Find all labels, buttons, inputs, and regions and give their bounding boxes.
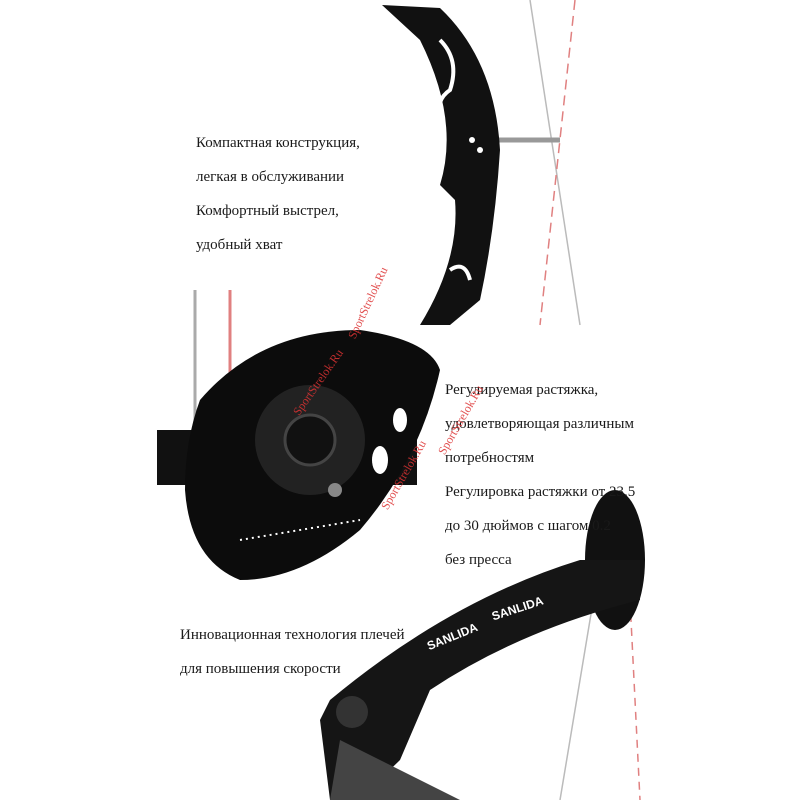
text-line: для повышения скорости <box>180 661 341 677</box>
feature-text-compact: Компактная конструкция, легкая в обслужи… <box>196 118 360 271</box>
text-line: потребностям <box>445 450 535 466</box>
text-line: Регулировка растяжки от 23.5 <box>445 484 636 500</box>
text-line: Комфортный выстрел, <box>196 203 339 219</box>
text-line: до 30 дюймов с шагом 0.2 <box>445 518 611 534</box>
feature-text-draw-length: Регулируемая растяжка, удовлетворяющая р… <box>445 365 635 586</box>
text-line: легкая в обслуживании <box>196 169 345 185</box>
feature-text-limbs: Инновационная технология плечей для повы… <box>180 610 405 695</box>
limb-bottom-image <box>320 490 645 800</box>
text-line: Регулируемая растяжка, <box>445 382 599 398</box>
text-line: удобный хват <box>196 237 283 253</box>
text-line: удовлетворяющая различным <box>445 416 634 432</box>
cam-image <box>157 290 440 580</box>
riser-top-image <box>382 0 581 326</box>
text-line: Компактная конструкция, <box>196 135 360 151</box>
text-line: без пресса <box>445 552 512 568</box>
text-line: Инновационная технология плечей <box>180 627 405 643</box>
